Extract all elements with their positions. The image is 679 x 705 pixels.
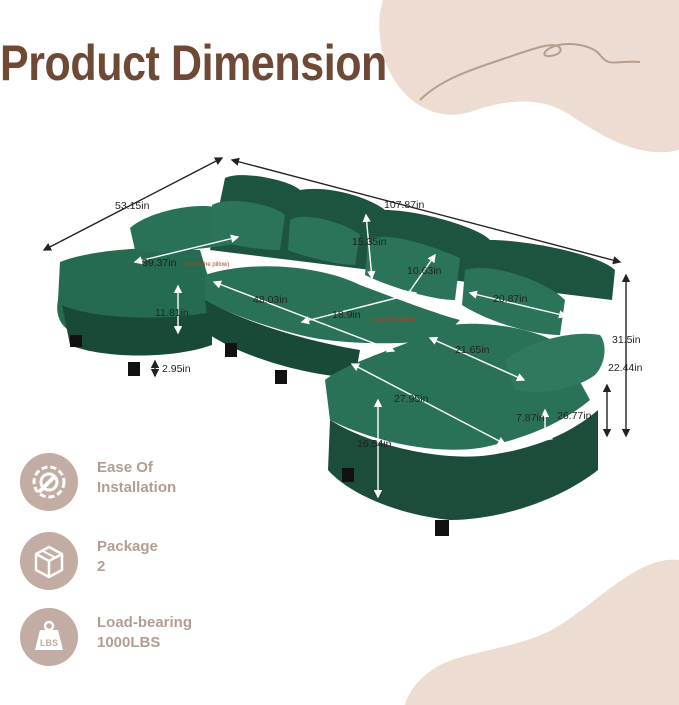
feature-line2: 1000LBS — [97, 634, 161, 651]
label-chaise-seat-length: 27.95in — [394, 393, 429, 405]
sofa-leg — [128, 362, 140, 376]
gear-wrench-icon — [32, 465, 66, 499]
sofa-leg — [225, 343, 237, 357]
sofa-leg — [275, 370, 287, 384]
arrow-pillow-length — [468, 290, 568, 319]
package-box-icon — [34, 545, 64, 579]
feature-icon-circle — [20, 532, 78, 590]
arrow-chaise-length — [133, 234, 240, 265]
arrow-chaise-depth — [42, 157, 224, 251]
blob-bottom-right — [405, 559, 679, 705]
feature-line2: 2 — [97, 558, 106, 575]
right-chaise-base — [328, 410, 598, 520]
label-seat-height: 11.81in — [155, 307, 189, 319]
label-arm-height: 22.44in — [608, 362, 643, 374]
label-arm-length: 26.77in — [557, 410, 592, 422]
feature-text: Ease Of Installation — [97, 458, 176, 498]
arrow-back-height — [362, 213, 376, 280]
label-arm-width: 7.87in — [516, 412, 545, 424]
label-chaise-depth: 53.15in — [115, 200, 150, 212]
dimension-labels: 53.15in 107.87in 15.35in 10.63in 20.87in… — [115, 199, 643, 450]
sofa-leg — [70, 335, 82, 347]
page-title: Product Dimension — [0, 35, 387, 91]
feature-line1: Package — [97, 538, 158, 555]
weight-lbs-icon: LBS — [35, 620, 63, 650]
arrow-chaise-width — [428, 337, 526, 381]
label-chaise-width: 21.65in — [455, 344, 490, 356]
arrow-seat-depth-inner — [300, 290, 418, 325]
sofa-leg — [342, 468, 354, 482]
label-seat-front-height: 16.54in — [357, 438, 392, 450]
label-total-width: 107.87in — [384, 199, 424, 211]
svg-text:LBS: LBS — [40, 638, 58, 648]
arrow-total-width — [230, 157, 622, 265]
label-total-height: 31.5in — [612, 334, 641, 346]
feature-text: Package 2 — [97, 537, 158, 577]
dimension-arrows — [42, 157, 631, 499]
arrow-chaise-seat-length — [350, 363, 507, 445]
label-seat-depth-inner: 18.9in — [332, 309, 361, 321]
feature-load-bearing: LBS Load-bearing 1000LBS — [20, 608, 300, 668]
feature-line2: Installation — [97, 479, 177, 496]
blob-top-right — [379, 0, 679, 153]
feature-text: Load-bearing 1000LBS — [97, 613, 192, 653]
feature-line1: Load-bearing — [97, 614, 193, 631]
note-seat-depth-inner: (includ the pillow) — [369, 317, 415, 323]
label-chaise-length: 39.37in — [142, 257, 177, 269]
decorative-squiggle — [419, 43, 641, 101]
feature-line1: Ease Of — [97, 459, 153, 476]
sofa-leg — [435, 520, 449, 536]
note-chaise-length: (includ the pillow) — [183, 262, 229, 268]
feature-installation: Ease Of Installation — [20, 453, 300, 513]
label-back-height: 15.35in — [352, 236, 387, 248]
label-seat-depth: 48.03in — [253, 294, 288, 306]
feature-icon-circle: LBS — [20, 608, 78, 666]
label-pillow-width: 10.63in — [407, 265, 442, 277]
arrow-arm-length — [543, 399, 602, 441]
label-pillow-length: 20.87in — [493, 293, 528, 305]
feature-package: Package 2 — [20, 532, 300, 592]
label-leg-height: 2.95in — [162, 363, 191, 375]
right-arm — [505, 333, 605, 392]
feature-icon-circle — [20, 453, 78, 511]
